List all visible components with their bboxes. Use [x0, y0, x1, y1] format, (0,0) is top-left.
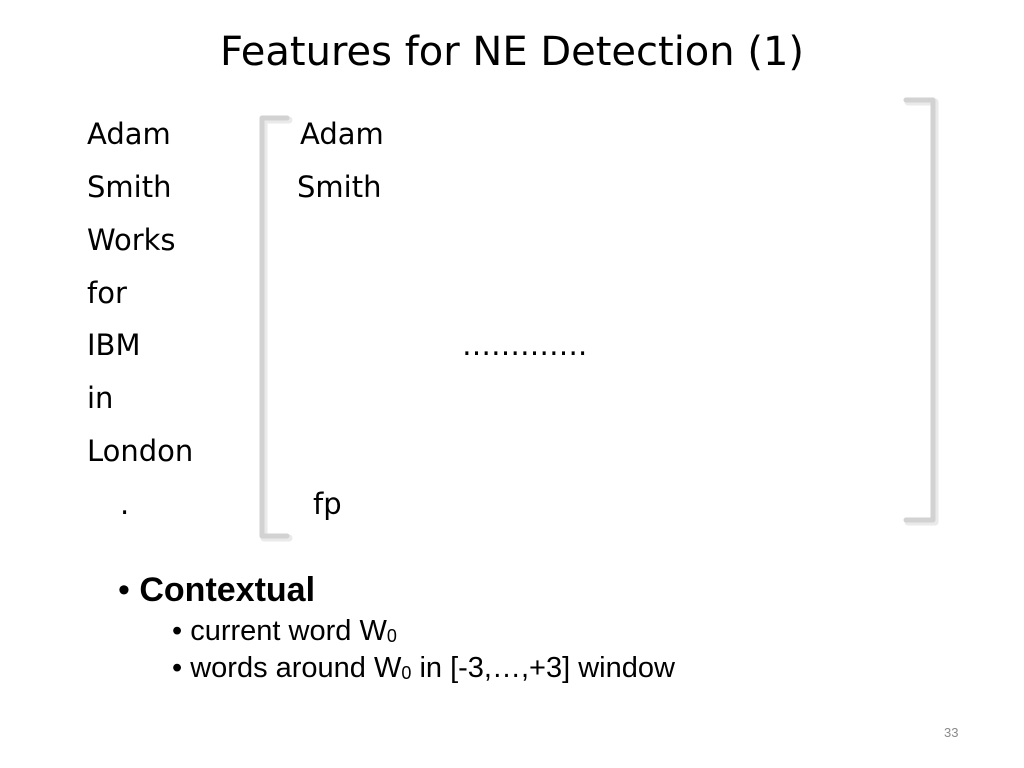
- vector-entry: Smith: [297, 170, 382, 204]
- subscript: 0: [386, 626, 397, 646]
- left-bracket: [259, 115, 293, 542]
- vector-entry: Adam: [300, 117, 384, 151]
- bullet-marker: •: [172, 652, 183, 684]
- bullet-marker: •: [172, 615, 183, 647]
- page-number: 33: [944, 725, 959, 740]
- sub-bullet-text: in [-3,…,+3] window: [411, 652, 675, 684]
- vector-entry: fp: [313, 487, 342, 521]
- sentence-word: Smith: [87, 170, 172, 204]
- sentence-word: for: [87, 276, 127, 310]
- sentence-word: in: [87, 381, 114, 415]
- vector-ellipsis: ………….: [462, 328, 588, 362]
- right-bracket: [903, 97, 939, 526]
- sentence-word: Adam: [87, 117, 171, 151]
- bullet-contextual: • Contextual: [118, 570, 315, 610]
- sentence-word: .: [120, 487, 130, 521]
- bullet-marker: •: [118, 571, 130, 609]
- bullet-label: Contextual: [139, 571, 316, 609]
- sentence-word: IBM: [87, 328, 141, 362]
- sub-bullet-current-word: • current word W0: [172, 614, 397, 651]
- sub-bullet-window: • words around W0 in [-3,…,+3] window: [172, 651, 675, 688]
- sub-bullet-text: current word W: [190, 615, 387, 647]
- sub-bullet-text: words around W: [190, 652, 402, 684]
- sentence-word: London: [87, 434, 194, 468]
- subscript: 0: [401, 663, 412, 683]
- sentence-word: Works: [87, 223, 176, 257]
- slide-title: Features for NE Detection (1): [219, 29, 805, 75]
